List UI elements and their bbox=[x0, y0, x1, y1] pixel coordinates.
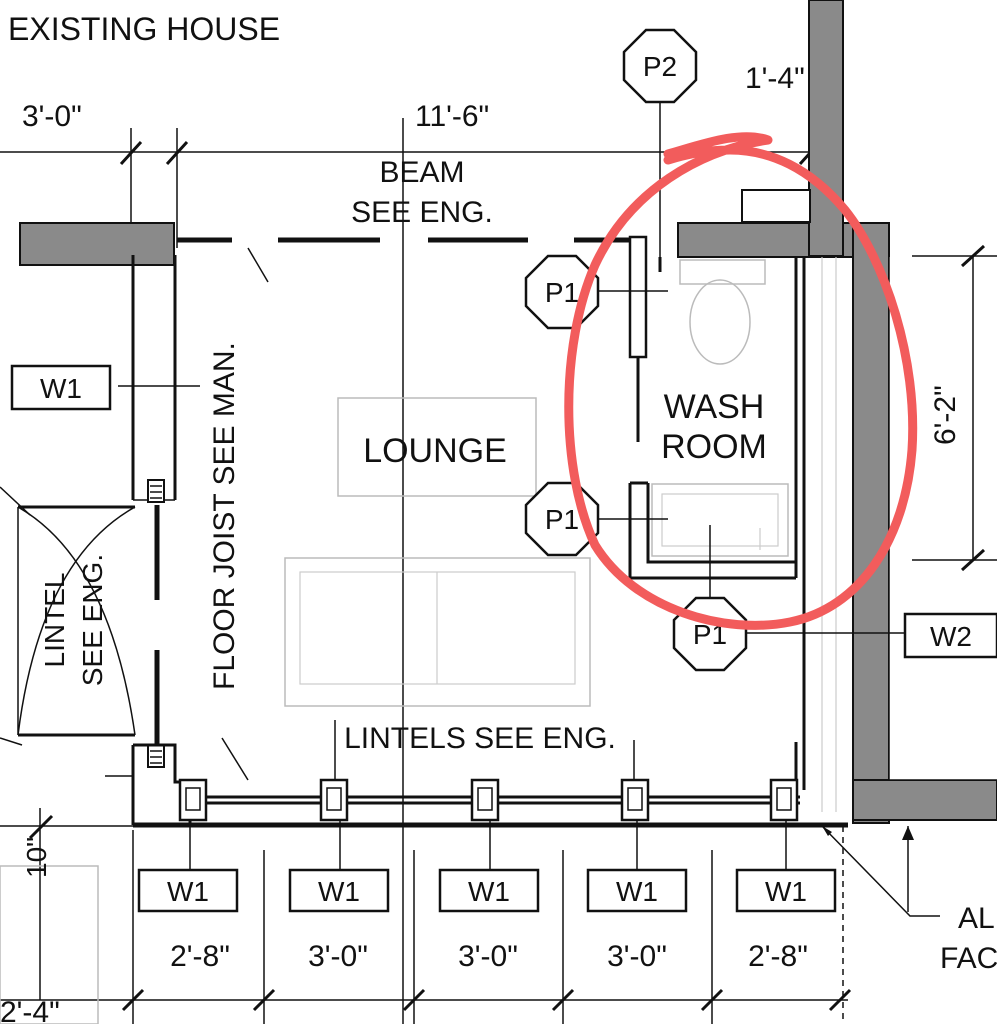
floor-joist-arrow-top bbox=[247, 247, 269, 283]
w1-tag-bottom-1: W1 bbox=[137, 868, 239, 913]
left-wall bbox=[105, 255, 190, 825]
w2-tag: W2 bbox=[903, 612, 997, 659]
lintel-note: LINTEL SEE ENG. bbox=[39, 554, 108, 686]
bottom-right-leader bbox=[821, 825, 940, 917]
w1-tag-bottom-1-label: W1 bbox=[167, 876, 209, 907]
dim-left-vertical: 10" bbox=[21, 837, 52, 878]
lintels-note: LINTELS SEE ENG. bbox=[344, 722, 616, 755]
wall-right-exterior bbox=[852, 222, 890, 824]
right-edge-note-line2: FAC bbox=[940, 942, 997, 975]
dim-bottom-2: 3'-0" bbox=[308, 940, 368, 973]
floor-joist-note: FLOOR JOIST SEE MAN. bbox=[208, 342, 241, 690]
w1-tag-bottom-3-label: W1 bbox=[468, 876, 510, 907]
window-tag-leaders bbox=[118, 385, 905, 870]
lounge-sofa bbox=[284, 557, 591, 707]
wall-top-right bbox=[677, 222, 887, 258]
lintel-note-line2: SEE ENG. bbox=[77, 554, 108, 686]
dim-bottom-3: 3'-0" bbox=[458, 940, 518, 973]
dim-top-center: 11'-6" bbox=[415, 100, 489, 133]
w1-tag-bottom-3: W1 bbox=[438, 868, 540, 913]
wash-room-label-line1: WASH bbox=[664, 388, 765, 426]
wash-room-label-line2: ROOM bbox=[661, 428, 767, 466]
wall-existing-vertical bbox=[808, 0, 844, 257]
w2-tag-label: W2 bbox=[930, 621, 972, 652]
window-posts bbox=[178, 778, 799, 822]
w1-tag-bottom-5: W1 bbox=[735, 868, 837, 913]
floor-joist-arrow-bottom bbox=[221, 737, 249, 781]
pier-tag-leaders bbox=[598, 98, 711, 598]
beam-note-line2: SEE ENG. bbox=[351, 196, 493, 229]
bottom-dimension-line bbox=[0, 826, 852, 1024]
wall-top-left bbox=[19, 222, 175, 266]
wall-bottom-right bbox=[852, 779, 997, 821]
dim-top-right: 1'-4" bbox=[745, 62, 805, 95]
dim-bottom-5: 2'-8" bbox=[748, 940, 808, 973]
p2-tag: P2 bbox=[622, 28, 698, 104]
p1-tag-b-label: P1 bbox=[545, 504, 579, 535]
p1-tag-a-label: P1 bbox=[545, 277, 579, 308]
left-vertical-dimension bbox=[0, 808, 133, 1024]
w1-tag-left-label: W1 bbox=[40, 373, 82, 404]
wash-room-walls bbox=[628, 235, 837, 812]
lounge-label: LOUNGE bbox=[363, 432, 507, 470]
dim-bottom-1: 2'-8" bbox=[170, 940, 230, 973]
w1-tag-bottom-2: W1 bbox=[288, 868, 390, 913]
w1-tag-bottom-2-label: W1 bbox=[318, 876, 360, 907]
dim-bottom-left: 2'-4" bbox=[0, 996, 60, 1024]
w1-tag-bottom-4-label: W1 bbox=[616, 876, 658, 907]
toilet bbox=[679, 189, 811, 365]
beam-note-line1: BEAM bbox=[379, 156, 464, 189]
red-highlight-circle bbox=[564, 132, 918, 630]
w1-tag-bottom-4: W1 bbox=[586, 868, 688, 913]
vanity-sink bbox=[651, 483, 789, 557]
right-edge-note-line1: AL bbox=[958, 902, 995, 935]
w1-tag-left: W1 bbox=[10, 364, 112, 411]
w1-tag-bottom-5-label: W1 bbox=[765, 876, 807, 907]
right-dimension-line bbox=[912, 244, 997, 572]
left-door bbox=[0, 486, 136, 746]
dim-top-left: 3'-0" bbox=[22, 100, 82, 133]
existing-house-title: EXISTING HOUSE bbox=[8, 11, 280, 47]
dim-bottom-4: 3'-0" bbox=[607, 940, 667, 973]
p2-tag-label: P2 bbox=[643, 51, 677, 82]
lounge-table bbox=[337, 397, 537, 497]
dim-right-vertical: 6'-2" bbox=[929, 385, 962, 445]
lintel-note-line1: LINTEL bbox=[39, 573, 70, 668]
